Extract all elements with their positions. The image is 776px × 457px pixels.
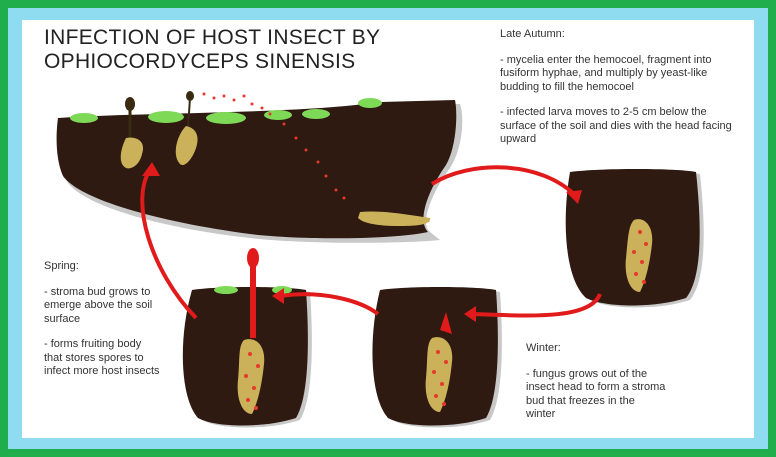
spring-item-2: - forms fruiting body that stores spores… <box>44 338 160 377</box>
spring-item-1: - stroma bud grows to emerge above the s… <box>44 285 153 325</box>
soil-core-spring <box>182 248 312 428</box>
diagram-title: INFECTION OF HOST INSECT BY OPHIOCORDYCE… <box>44 26 380 74</box>
late-autumn-note: Late Autumn: - mycelia enter the hemocoe… <box>500 28 740 159</box>
soil-cross-section <box>56 100 463 243</box>
winter-note: Winter: - fungus grows out of the insect… <box>526 342 666 434</box>
spore-dots <box>202 92 346 200</box>
grass-patches <box>70 98 382 124</box>
late-autumn-item-2: - infected larva moves to 2-5 cm below t… <box>500 106 732 145</box>
cycle-arrows <box>140 165 602 320</box>
soil-core-late-autumn <box>565 169 704 308</box>
soil-core-winter <box>372 287 502 428</box>
winter-item-1: - fungus grows out of the insect head to… <box>526 367 666 421</box>
title-line-1: INFECTION OF HOST INSECT BY <box>44 26 381 49</box>
stroma-stalks <box>125 91 194 140</box>
title-line-2: OPHIOCORDYCEPS SINENSIS <box>44 50 356 73</box>
late-autumn-item-1: - mycelia enter the hemocoel, fragment i… <box>500 53 712 93</box>
spring-heading: Spring: <box>44 260 79 272</box>
late-autumn-heading: Late Autumn: <box>500 28 565 40</box>
arrowheads <box>142 162 582 322</box>
winter-heading: Winter: <box>526 342 561 354</box>
spring-note: Spring: - stroma bud grows to emerge abo… <box>44 260 160 391</box>
larvae-spring <box>120 126 431 226</box>
